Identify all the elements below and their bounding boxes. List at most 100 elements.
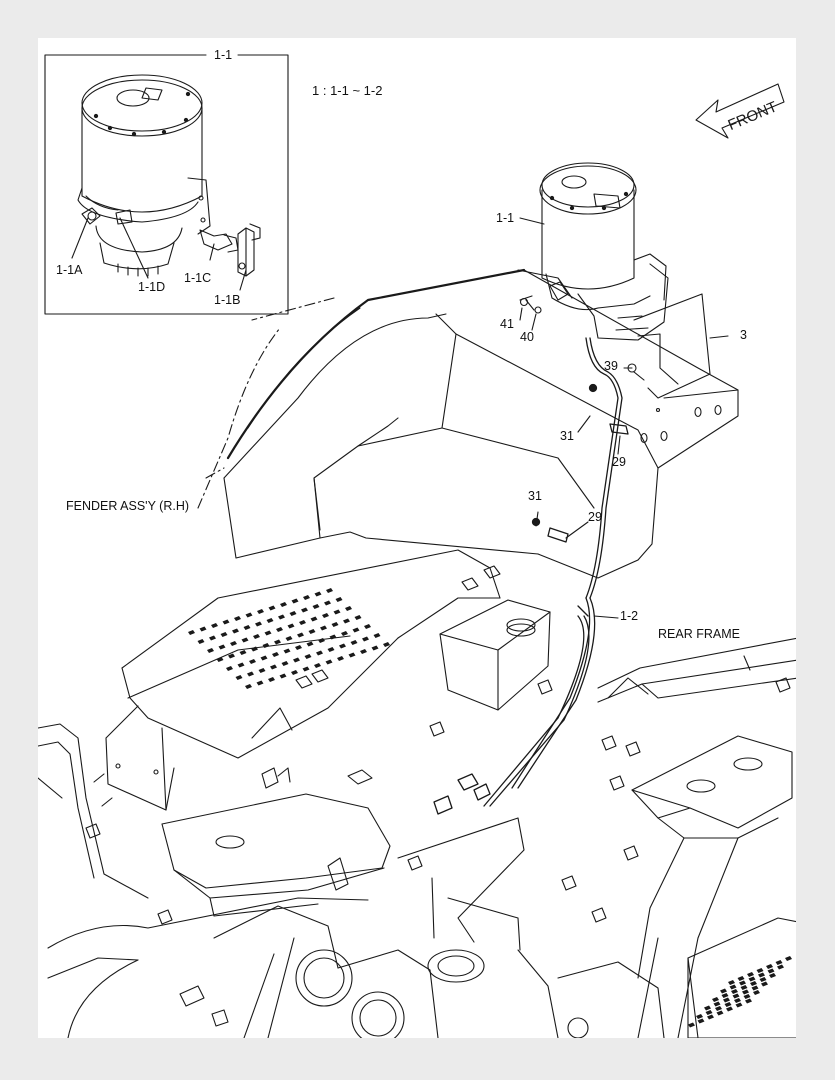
callout-29-upper: 29: [612, 455, 626, 469]
grating-cell: [324, 600, 331, 606]
grating-cell: [257, 609, 264, 614]
grating-cell: [291, 670, 298, 675]
callout-1-2: 1-2: [620, 609, 639, 623]
grating-cell: [308, 629, 316, 634]
grating-cell: [285, 636, 293, 641]
grating-cell: [301, 607, 308, 613]
grating-cell: [199, 626, 207, 632]
grating-cell: [297, 632, 304, 638]
grating-cell: [222, 619, 230, 625]
grating-cell: [253, 634, 260, 639]
grating-cell: [339, 643, 346, 649]
grating-cell: [747, 972, 754, 977]
grating-cell: [291, 598, 299, 604]
front-direction-arrow: FRONT: [695, 83, 785, 139]
grating-cell: [272, 652, 279, 657]
grating-cell: [226, 666, 233, 671]
grating-cell: [350, 640, 358, 645]
callout-31-upper: 31: [560, 429, 574, 443]
grating-cell: [188, 630, 195, 635]
grating-cell: [726, 1006, 733, 1012]
grating-cell: [216, 657, 224, 662]
grating-cell: [258, 668, 266, 673]
grating-cell: [243, 625, 251, 630]
callout-41: 41: [500, 317, 514, 331]
grating-cell: [235, 675, 243, 680]
grating-cell: [383, 642, 390, 647]
grating-cell: [211, 623, 218, 628]
grating-cell: [326, 588, 333, 593]
grating-cell: [777, 964, 784, 970]
fender-assembly: [105, 268, 739, 811]
grating-cell: [268, 677, 275, 682]
grating-cell: [740, 985, 748, 990]
grating-cell: [249, 659, 256, 664]
inset-leader-lines: [71, 217, 247, 291]
grating-cell: [354, 615, 362, 620]
fender-assembly-label: FENDER ASS'Y (R.H): [66, 499, 190, 513]
grating-cell: [247, 671, 254, 677]
grating-cell: [734, 998, 741, 1003]
grating-cell: [766, 964, 773, 969]
grating-cell: [712, 997, 719, 1002]
non-slip-grating-lower: [688, 956, 792, 1028]
grating-cell: [345, 606, 352, 611]
callout-39: 39: [604, 359, 618, 373]
grating-cell: [302, 666, 310, 672]
inset-grease-pump: [77, 74, 261, 277]
rear-frame-label: REAR FRAME: [658, 627, 740, 641]
grating-cell: [299, 620, 306, 625]
grating-cell: [245, 612, 253, 618]
inset-title-label: 1-1: [214, 48, 233, 62]
grating-cell: [280, 602, 287, 607]
grating-cell: [283, 648, 291, 654]
grating-cell: [705, 1010, 713, 1015]
inset-detail-frame: [44, 54, 289, 315]
grating-cell: [343, 618, 350, 624]
grating-cell: [234, 616, 241, 621]
grating-cell: [295, 645, 302, 650]
grating-cell: [331, 622, 339, 627]
grating-cell: [220, 632, 228, 637]
grating-cell: [232, 628, 239, 634]
grating-cell: [735, 1002, 743, 1008]
range-note-label: 1 : 1-1 ~ 1-2: [312, 83, 383, 98]
grating-cell: [274, 639, 281, 645]
grating-cell: [745, 998, 752, 1004]
grating-cell: [742, 989, 749, 995]
grating-cell: [348, 652, 356, 658]
grating-cell: [761, 981, 768, 987]
grating-cell: [360, 649, 367, 654]
grating-cell: [785, 956, 792, 961]
grating-cell: [716, 1010, 724, 1016]
grating-cell: [276, 627, 283, 632]
grating-cell: [281, 661, 289, 666]
grating-cell: [697, 1018, 705, 1024]
grating-cell: [739, 980, 746, 986]
grating-cell: [753, 990, 760, 995]
grating-cell: [264, 630, 272, 636]
grating-cell: [260, 655, 268, 661]
grating-cell: [312, 604, 320, 609]
rear-frame: [38, 599, 796, 1038]
grating-cell: [704, 1005, 711, 1011]
grating-cell: [293, 657, 300, 663]
grating-cell: [371, 645, 379, 651]
callout-31-lower: 31: [528, 489, 542, 503]
grating-cell: [341, 631, 348, 636]
grating-cell: [314, 663, 321, 668]
grating-cell: [352, 627, 360, 633]
grating-cell: [720, 988, 727, 994]
grating-cell: [289, 611, 297, 616]
non-slip-grating: [188, 588, 390, 689]
grating-cell: [769, 973, 776, 978]
grating-cell: [207, 648, 214, 653]
grating-cell: [228, 653, 235, 659]
grating-cell: [251, 646, 258, 652]
grating-cell: [310, 616, 318, 622]
callout-1-1c: 1-1C: [184, 271, 212, 285]
grating-cell: [362, 636, 369, 642]
grating-cell: [707, 1014, 714, 1020]
grating-cell: [306, 641, 314, 647]
grating-cell: [713, 1001, 721, 1007]
